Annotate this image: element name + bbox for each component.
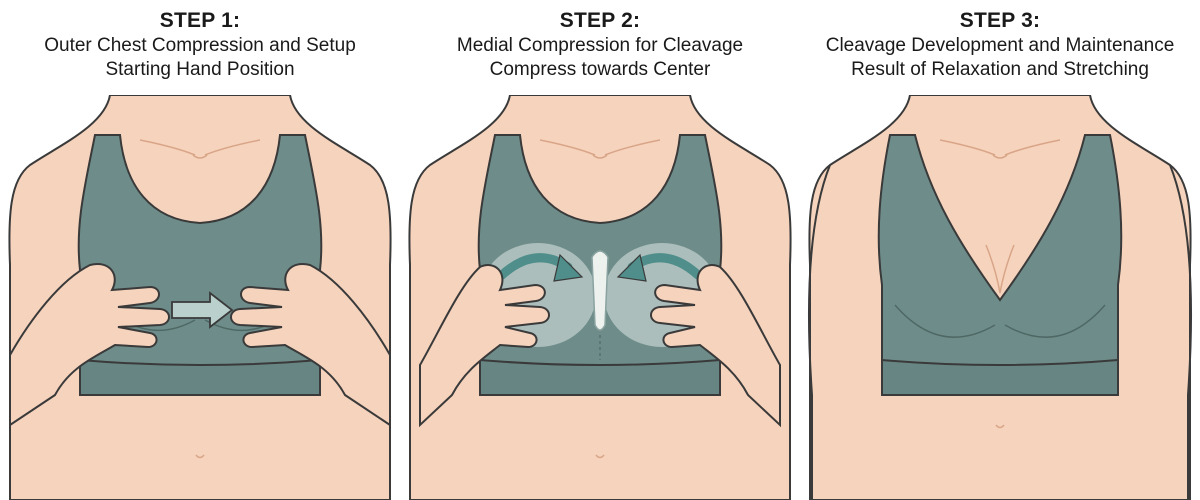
left-hand — [9, 263, 170, 427]
right-arm-outline — [1169, 164, 1192, 500]
neck-notch — [592, 154, 608, 159]
step-1-panel: STEP 1: Outer Chest Compression and Setu… — [0, 0, 400, 500]
v-neck-bra — [877, 134, 1123, 396]
left-hand — [419, 264, 550, 428]
collarbone-lines — [939, 139, 1061, 156]
bra-band — [881, 358, 1119, 396]
left-arm-outline — [808, 164, 831, 500]
step-2-figure — [408, 95, 792, 500]
right-hand — [230, 263, 391, 427]
navel — [195, 454, 205, 459]
step-2-panel: STEP 2: Medial Compression for Cleavage … — [400, 0, 800, 500]
torso-skin — [808, 95, 1192, 500]
step-2-subtitle: Medial Compression for Cleavage — [456, 35, 744, 56]
cleavage-center-mark — [591, 250, 609, 331]
curved-arrow-left-head — [616, 253, 647, 282]
step-1-description: Starting Hand Position — [105, 59, 295, 80]
step-3-caption: STEP 3: Cleavage Development and Mainten… — [800, 8, 1200, 82]
cleavage-lines — [985, 244, 1015, 294]
step-1-figure — [8, 95, 392, 500]
bra-band — [79, 358, 321, 396]
navel — [995, 424, 1005, 429]
right-arrow-icon — [171, 291, 234, 329]
step-1-subtitle: Outer Chest Compression and Setup — [44, 35, 356, 56]
step-3-figure — [808, 95, 1192, 500]
step-3-title: STEP 3: — [959, 9, 1041, 32]
step-2-title: STEP 2: — [559, 9, 641, 32]
navel — [595, 454, 605, 459]
collarbone-lines — [139, 139, 261, 156]
step-1-title: STEP 1: — [159, 9, 241, 32]
step-3-panel: STEP 3: Cleavage Development and Mainten… — [800, 0, 1200, 500]
step-3-subtitle: Cleavage Development and Maintenance — [825, 35, 1175, 56]
step-2-description: Compress towards Center — [489, 59, 711, 80]
step-2-caption: STEP 2: Medial Compression for Cleavage … — [400, 8, 800, 82]
right-hand — [650, 264, 781, 428]
curved-arrow-right-head — [553, 253, 584, 282]
collarbone-lines — [539, 139, 661, 156]
bust-contours — [894, 304, 1106, 338]
step-1-caption: STEP 1: Outer Chest Compression and Setu… — [0, 8, 400, 82]
neck-notch — [192, 154, 208, 159]
neck-notch — [992, 154, 1008, 159]
bra-band — [479, 358, 721, 396]
step-3-description: Result of Relaxation and Stretching — [851, 59, 1149, 80]
